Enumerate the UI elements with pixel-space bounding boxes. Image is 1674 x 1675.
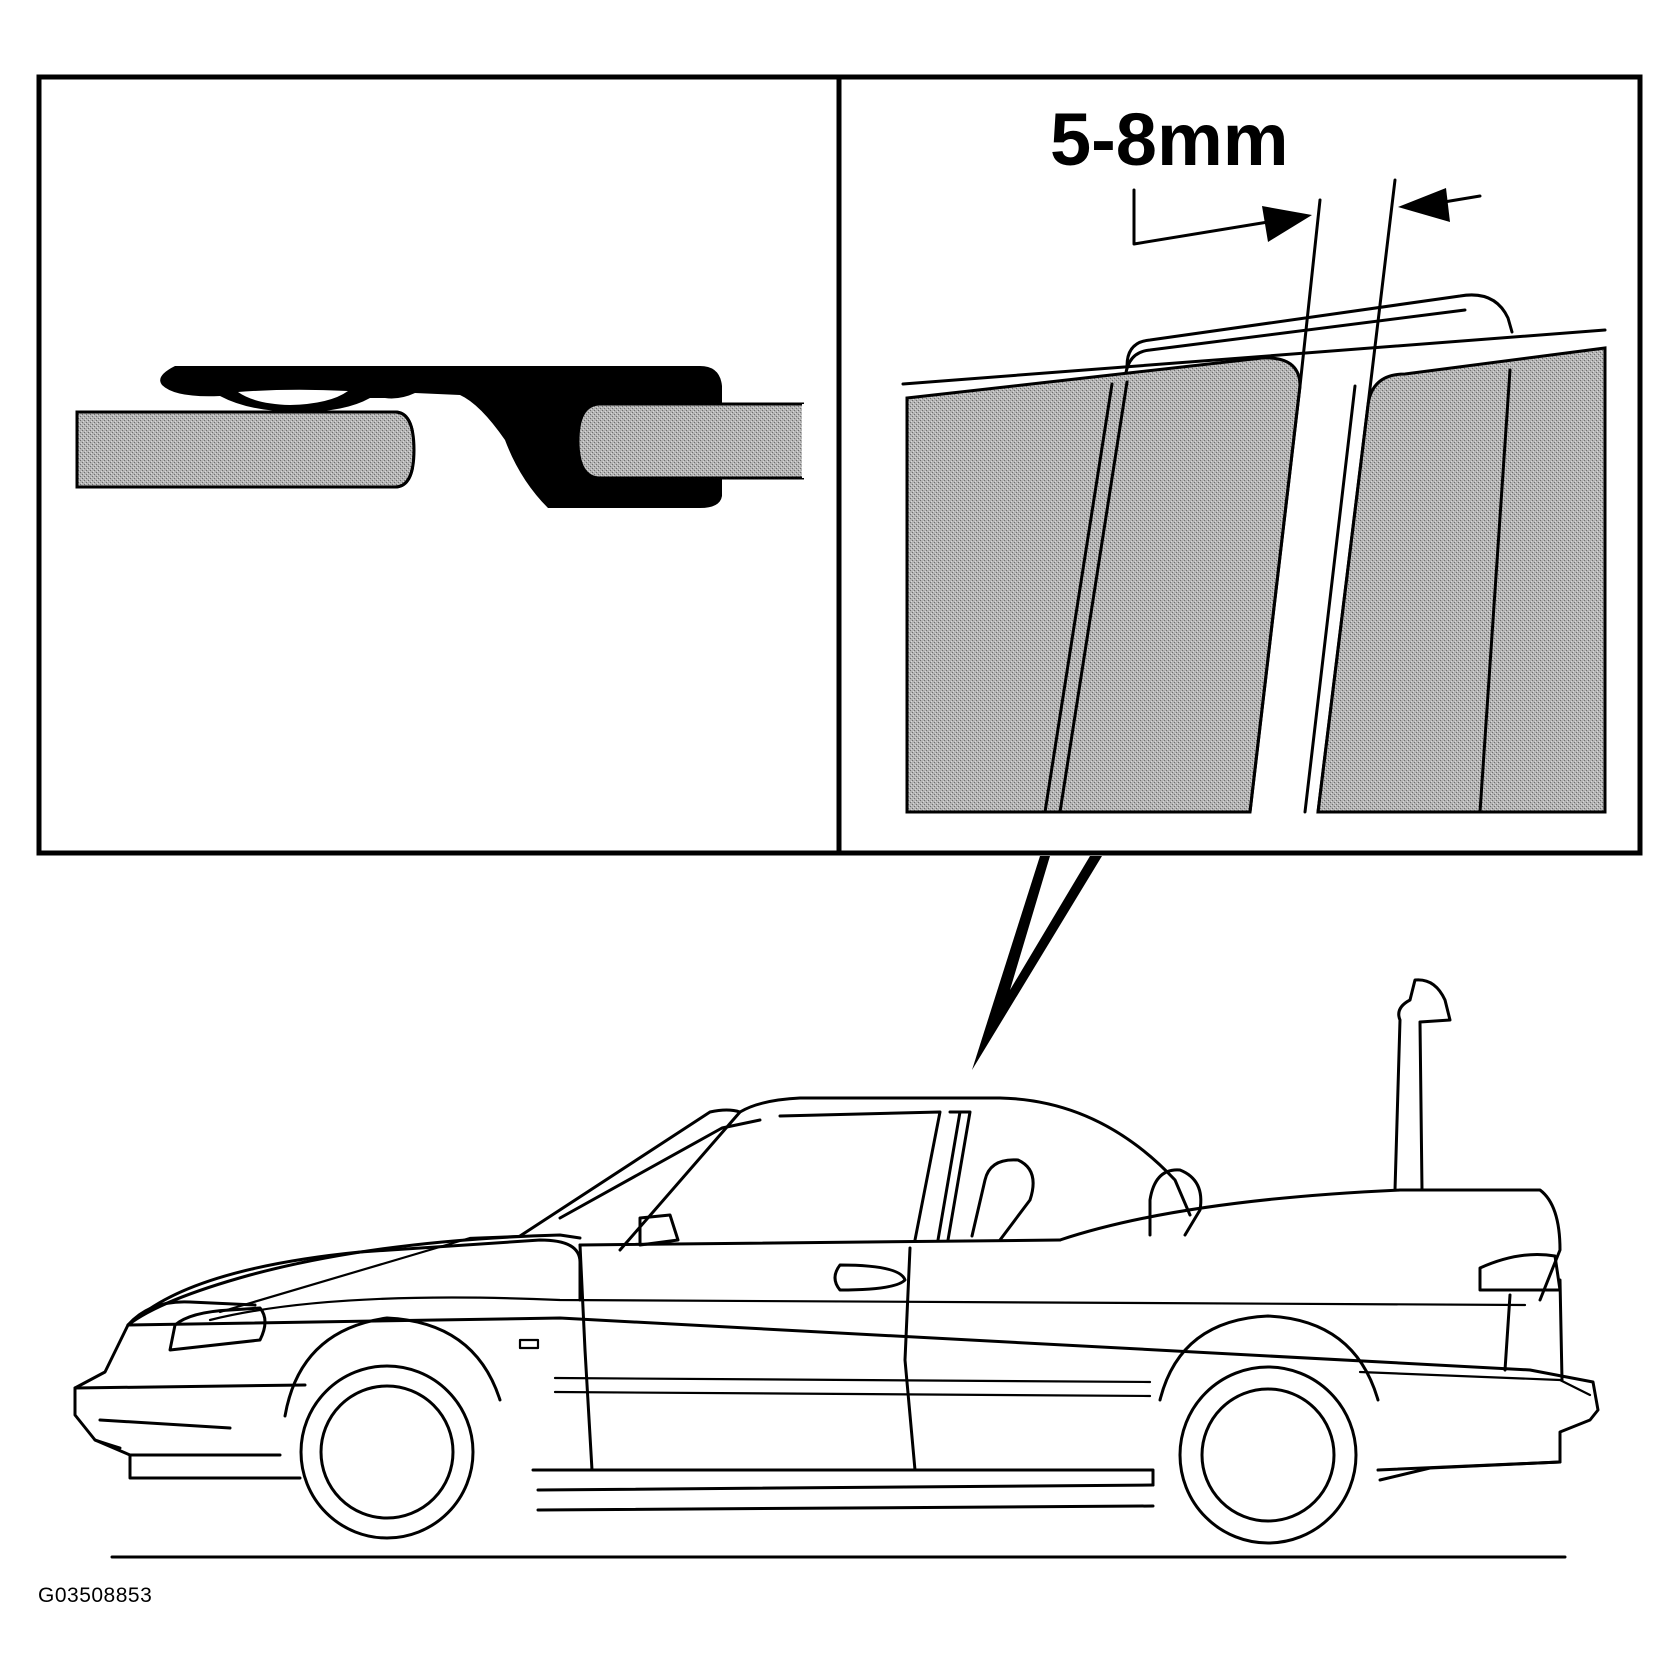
window-gap-detail: 5-8mm	[901, 98, 1607, 814]
front-wheel	[283, 1316, 502, 1540]
gap-dimension-label: 5-8mm	[1050, 98, 1289, 181]
seal-cross-section-detail	[75, 366, 806, 508]
convertible-car	[73, 978, 1600, 1559]
figure-id-label: G03508853	[38, 1584, 153, 1607]
callout-pointer	[972, 856, 1102, 1070]
rear-wheel	[1158, 1314, 1380, 1545]
detail-frames	[36, 74, 1643, 856]
